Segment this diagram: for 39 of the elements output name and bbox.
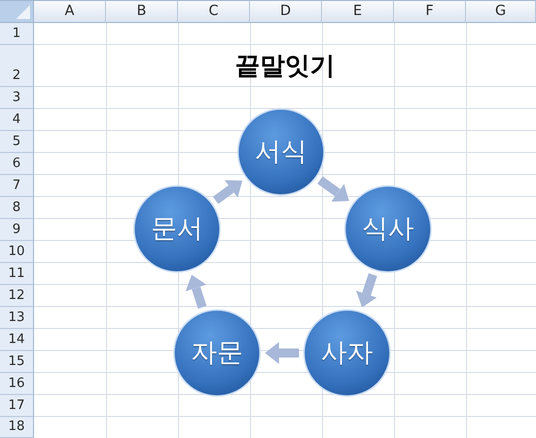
step-circle xyxy=(133,185,221,273)
step-label: 사자 xyxy=(321,338,373,368)
column-header: D xyxy=(250,0,322,23)
row-header: 12 xyxy=(0,285,34,307)
row-header: 16 xyxy=(0,373,34,395)
row-header: 7 xyxy=(0,175,34,197)
arrow xyxy=(356,273,378,309)
title: 끝말잇기 xyxy=(235,50,335,82)
row-header: 15 xyxy=(0,351,34,373)
row-header: 8 xyxy=(0,197,34,219)
column-header: B xyxy=(106,0,178,23)
step-circle xyxy=(303,309,391,397)
step-label: 서식 xyxy=(255,137,307,167)
step-label: 자문 xyxy=(191,338,243,368)
column-header: G xyxy=(466,0,536,23)
arrow xyxy=(265,342,299,364)
column-header: A xyxy=(34,0,106,23)
step-label: 문서 xyxy=(151,214,203,244)
arrow xyxy=(186,273,207,309)
step-label: 식사 xyxy=(362,214,414,244)
row-header: 1 xyxy=(0,23,34,45)
row-header: 9 xyxy=(0,219,34,241)
row-header: 3 xyxy=(0,87,34,109)
row-header: 14 xyxy=(0,329,34,351)
step-circle xyxy=(173,309,261,397)
column-header: F xyxy=(394,0,466,23)
row-header: 11 xyxy=(0,263,34,285)
column-header: C xyxy=(178,0,250,23)
step-circle xyxy=(237,108,325,196)
column-header: E xyxy=(322,0,394,23)
row-header: 10 xyxy=(0,241,34,263)
row-header: 13 xyxy=(0,307,34,329)
row-header: 2 xyxy=(0,45,34,87)
row-header: 4 xyxy=(0,109,34,131)
row-header: 17 xyxy=(0,395,34,417)
row-header: 18 xyxy=(0,417,34,438)
row-header: 6 xyxy=(0,153,34,175)
row-header: 5 xyxy=(0,131,34,153)
step-circle xyxy=(344,185,432,273)
